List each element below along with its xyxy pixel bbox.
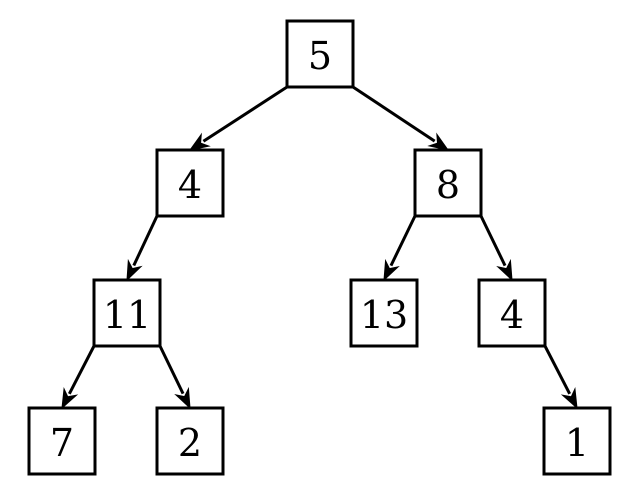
node-box <box>413 148 483 218</box>
node-label: 4 <box>178 163 202 207</box>
tree-node-n2: 2 <box>155 406 225 476</box>
node-label: 13 <box>360 293 408 337</box>
arrowhead-icon <box>496 258 513 282</box>
tree-node-n7: 7 <box>27 406 97 476</box>
edge-n11-n7 <box>61 345 96 410</box>
edge-line <box>132 215 159 267</box>
edge-line <box>158 345 185 395</box>
tree-node-n4: 4 <box>155 148 225 218</box>
node-label: 1 <box>565 421 589 465</box>
node-box <box>92 278 162 348</box>
arrowhead-icon <box>427 132 450 151</box>
edge-line <box>389 215 417 267</box>
edge-n5-n4 <box>188 85 288 151</box>
arrowhead-icon <box>188 132 211 151</box>
edge-line <box>479 215 507 267</box>
node-box <box>285 19 355 89</box>
edge-line <box>543 345 571 395</box>
node-box <box>27 406 97 476</box>
tree-node-n4b: 4 <box>477 278 547 348</box>
arrowhead-icon <box>560 386 578 410</box>
arrowhead-icon <box>174 386 191 410</box>
node-label: 7 <box>50 421 74 465</box>
node-label: 5 <box>308 34 332 78</box>
edges-layer <box>61 85 578 410</box>
node-label: 8 <box>436 163 460 207</box>
edge-n4b-n1 <box>543 345 578 410</box>
node-label: 2 <box>178 421 202 465</box>
arrowhead-icon <box>383 258 400 282</box>
tree-node-n5: 5 <box>285 19 355 89</box>
edge-n11-n2 <box>158 345 191 410</box>
edge-n5-n8 <box>352 85 450 151</box>
edge-line <box>68 345 96 395</box>
node-label: 4 <box>500 293 524 337</box>
node-box <box>349 278 419 348</box>
tree-node-n1: 1 <box>542 406 612 476</box>
edge-n4-n11 <box>126 215 159 282</box>
tree-node-n13: 13 <box>349 278 419 348</box>
nodes-layer: 5 4 8 11 13 4 7 2 1 <box>27 19 612 476</box>
node-box <box>155 406 225 476</box>
edge-n8-n13 <box>383 215 417 282</box>
edge-line <box>352 85 436 143</box>
edge-line <box>202 85 288 143</box>
edge-n8-n4b <box>479 215 513 282</box>
arrowhead-icon <box>61 386 79 410</box>
tree-node-n11: 11 <box>92 278 162 348</box>
node-box <box>477 278 547 348</box>
node-box <box>542 406 612 476</box>
node-box <box>155 148 225 218</box>
node-label: 11 <box>103 293 151 337</box>
arrowhead-icon <box>126 258 143 282</box>
tree-node-n8: 8 <box>413 148 483 218</box>
